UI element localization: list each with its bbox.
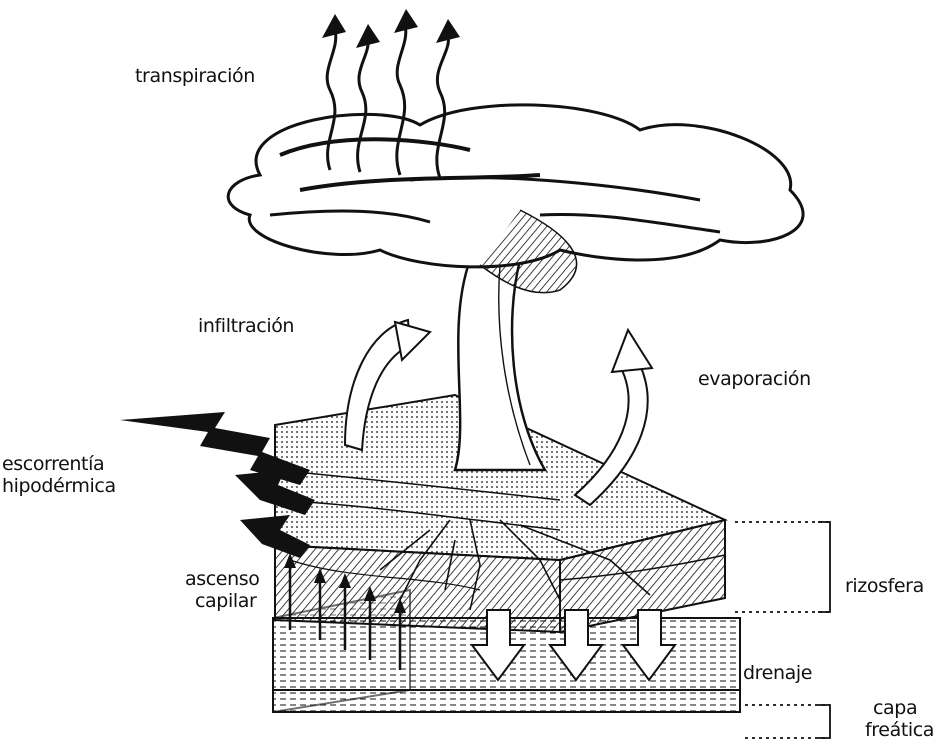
label-rizosfera: rizosfera [845,575,924,597]
label-escorrentia-line2: hipodérmica [2,475,116,497]
label-transpiracion: transpiración [135,65,255,87]
label-evaporacion: evaporación [698,368,811,390]
drainage-arrows [472,610,675,680]
label-capa-line2: freática [865,719,934,741]
label-ascenso-line2: capilar [195,590,256,612]
label-escorrentia-line1: escorrentía [2,453,104,475]
label-drenaje: drenaje [743,662,812,684]
label-ascenso-line1: ascenso [185,568,259,590]
label-infiltracion: infiltración [198,315,294,337]
label-capa-line1: capa [873,697,917,719]
transpiration-arrowheads [322,9,460,48]
capa-freatica-bracket [745,705,830,738]
rizosfera-bracket [735,522,830,612]
